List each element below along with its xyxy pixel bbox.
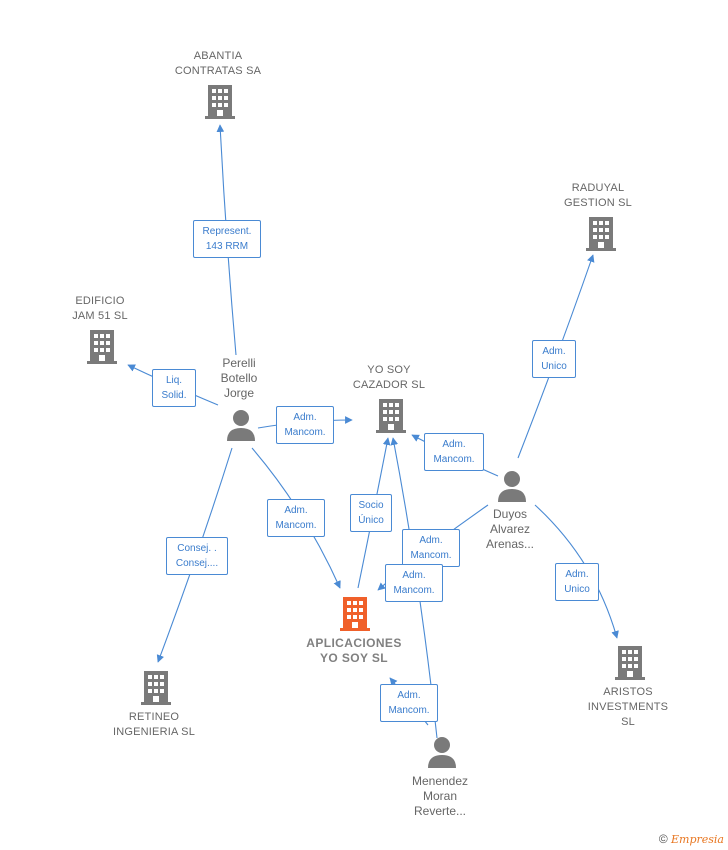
perelli-label[interactable]: Perelli Botello Jorge (220, 356, 258, 400)
menendez-person-icon[interactable] (427, 736, 457, 768)
aplicaciones-building-icon[interactable] (340, 597, 370, 631)
duyos-person-icon[interactable] (497, 470, 527, 502)
edificio-label[interactable]: EDIFICIO JAM 51 SL (72, 295, 128, 322)
yosoy-cazador-label[interactable]: YO SOY CAZADOR SL (352, 364, 426, 391)
retineo-building-icon[interactable] (141, 671, 171, 705)
perelli-person-icon[interactable] (226, 409, 256, 441)
edge-label-liq-solid[interactable]: Liq. Solid. (152, 369, 196, 407)
raduyal-building-icon[interactable] (586, 217, 616, 251)
edge-label-adm-unico-duyos-aristos[interactable]: Adm. Unico (555, 563, 599, 601)
aristos-label[interactable]: ARISTOS INVESTMENTS SL (587, 686, 669, 728)
edge-label-adm-mancom-duyos-aplicaciones[interactable]: Adm. Mancom. (402, 529, 460, 567)
edge-label-socio-unico[interactable]: Socio Único (350, 494, 392, 532)
duyos-label[interactable]: Duyos Alvarez Arenas... (485, 507, 535, 551)
copyright-symbol: © (658, 832, 668, 846)
aristos-building-icon[interactable] (615, 646, 645, 680)
footer-credit[interactable]: © Empresia (659, 832, 724, 846)
brand-logo: Empresia (671, 833, 724, 846)
menendez-label[interactable]: Menendez Moran Reverte... (411, 774, 469, 818)
edge-label-adm-mancom-perelli-aplicaciones[interactable]: Adm. Mancom. (267, 499, 325, 537)
edge-label-adm-mancom-menendez-aplicaciones[interactable]: Adm. Mancom. (380, 684, 438, 722)
edge-label-adm-unico-duyos-raduyal[interactable]: Adm. Unico (532, 340, 576, 378)
edge-label-consej[interactable]: Consej. . Consej.... (166, 537, 228, 575)
retineo-label[interactable]: RETINEO INGENIERIA SL (112, 711, 196, 738)
aplicaciones-label[interactable]: APLICACIONES YO SOY SL (306, 636, 402, 665)
edificio-building-icon[interactable] (87, 330, 117, 364)
edge-label-adm-mancom-duyos-cazador[interactable]: Adm. Mancom. (424, 433, 484, 471)
abantia-label[interactable]: ABANTIA CONTRATAS SA (174, 50, 262, 77)
yosoy-cazador-building-icon[interactable] (376, 399, 406, 433)
edge-label-adm-mancom-perelli-cazador[interactable]: Adm. Mancom. (276, 406, 334, 444)
abantia-building-icon[interactable] (205, 85, 235, 119)
edge-label-adm-mancom-menendez-cazador[interactable]: Adm. Mancom. (385, 564, 443, 602)
raduyal-label[interactable]: RADUYAL GESTION SL (563, 182, 633, 209)
edge-label-represent[interactable]: Represent. 143 RRM (193, 220, 261, 258)
